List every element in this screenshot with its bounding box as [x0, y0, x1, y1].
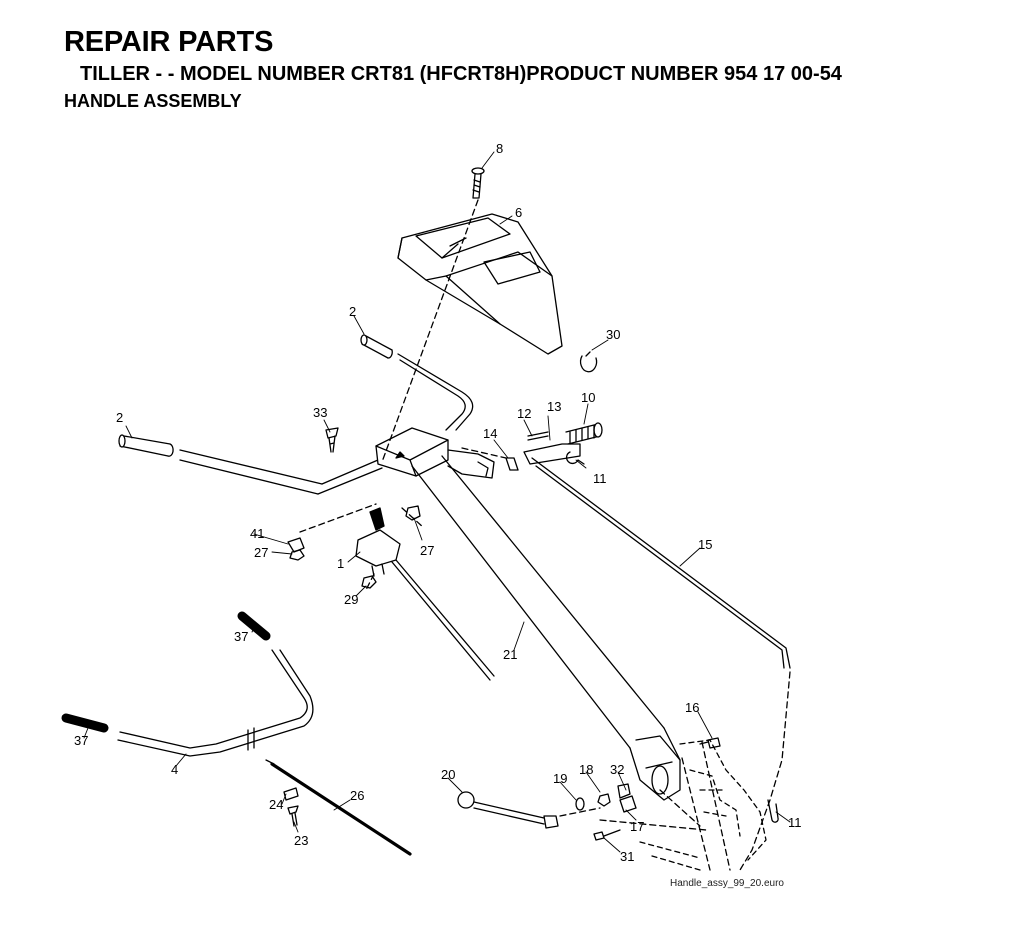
callout-17: 17 [630, 819, 644, 834]
callout-6: 6 [515, 205, 522, 220]
part-30-clip [579, 351, 598, 373]
leader-lines [83, 151, 791, 853]
part-16-bolt [699, 737, 721, 749]
callout-29: 29 [344, 592, 358, 607]
part-8-bolt [471, 167, 485, 199]
callout-12: 12 [517, 406, 531, 421]
part-15-rod [531, 457, 791, 669]
part-1-bracket [355, 507, 495, 681]
callout-14: 14 [483, 426, 497, 441]
callout-19: 19 [553, 771, 567, 786]
part-27-nut-right [405, 505, 421, 521]
part-29-nut [361, 575, 377, 589]
callout-37-lower: 37 [74, 733, 88, 748]
part-37-grip-upper [237, 611, 271, 641]
callout-21: 21 [503, 647, 517, 662]
part-18-nut [597, 793, 611, 807]
callout-13: 13 [547, 399, 561, 414]
part-31-bolt [593, 829, 621, 841]
part-20-shift-lever [457, 791, 559, 829]
part-10-lever-grip [565, 422, 603, 445]
callout-4: 4 [171, 762, 178, 777]
part-41-clip [287, 537, 305, 553]
callout-11-lower: 11 [788, 815, 802, 830]
callout-26: 26 [350, 788, 364, 803]
page-title: REPAIR PARTS [64, 26, 274, 58]
part-32-spacer [617, 783, 631, 799]
part-33-screw [325, 427, 339, 453]
callout-23: 23 [294, 833, 308, 848]
part-mount-bracket [375, 427, 495, 479]
frame-outline [639, 739, 767, 871]
part-17-cover [619, 795, 637, 813]
callout-18: 18 [579, 762, 593, 777]
part-2-grip-upper [360, 334, 393, 359]
page-subtitle: TILLER - - MODEL NUMBER CRT81 (HFCRT8H)P… [80, 63, 842, 85]
callout-8: 8 [496, 141, 503, 156]
part-13-lever-pivot [523, 443, 581, 465]
callout-2-lower: 2 [116, 410, 123, 425]
part-26-cable [270, 762, 412, 856]
part-37-grip-lower [61, 713, 109, 733]
callout-16: 16 [685, 700, 699, 715]
callout-27-left: 27 [254, 545, 268, 560]
callout-32: 32 [610, 762, 624, 777]
callout-10: 10 [581, 390, 595, 405]
part-4-lower-handle [117, 649, 314, 757]
part-19-washer [575, 797, 585, 811]
part-24-clamp [283, 787, 299, 801]
callout-15: 15 [698, 537, 712, 552]
callout-24: 24 [269, 797, 283, 812]
callout-37-upper: 37 [234, 629, 248, 644]
callout-2-upper: 2 [349, 304, 356, 319]
part-2-grip-lower [118, 434, 174, 457]
part-11-clip-lower [767, 799, 779, 823]
callout-31: 31 [620, 849, 634, 864]
drawing-id: Handle_assy_99_20.euro [670, 878, 784, 889]
callout-1: 1 [337, 556, 344, 571]
callout-41: 41 [250, 526, 264, 541]
part-26-cable-end [265, 759, 275, 765]
callouts: 8 6 2 30 2 33 12 13 10 14 11 41 27 27 1 … [74, 141, 802, 864]
callout-20: 20 [441, 767, 455, 782]
section-title: HANDLE ASSEMBLY [64, 91, 242, 111]
part-27-nut-left [289, 549, 305, 561]
part-14-bushing [505, 457, 519, 471]
callout-33: 33 [313, 405, 327, 420]
part-handlebar [179, 353, 474, 495]
callout-11-upper: 11 [593, 471, 607, 486]
part-6-control-panel [397, 213, 563, 355]
part-21-handle-tube [411, 455, 681, 801]
part-23-screw [287, 805, 299, 827]
callout-27-right: 27 [420, 543, 434, 558]
callout-30: 30 [606, 327, 620, 342]
